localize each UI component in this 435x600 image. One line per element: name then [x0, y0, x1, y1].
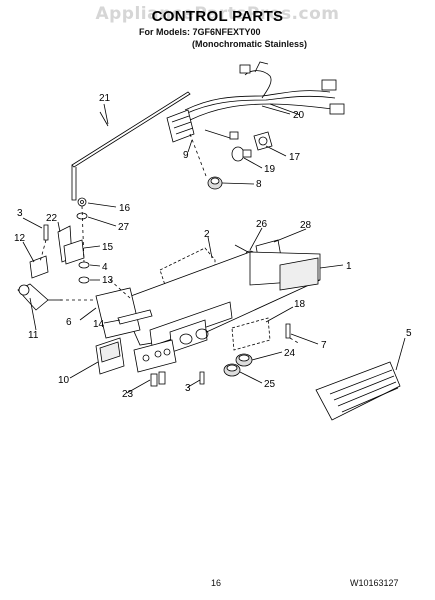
- callout: 23: [122, 389, 134, 400]
- callout: 13: [102, 275, 114, 286]
- callout: 12: [14, 233, 26, 244]
- part-17-socket: [253, 131, 273, 151]
- callout: 24: [284, 348, 296, 359]
- callout: 10: [58, 375, 70, 386]
- callout: 18: [294, 299, 306, 310]
- watermark: AppliancePartsPros.com: [95, 4, 340, 24]
- part-7-screw: [285, 323, 291, 339]
- part-20-wire-harness: [184, 61, 345, 121]
- part-4-washer: [78, 261, 90, 269]
- callout: 2: [204, 229, 210, 240]
- callout: 19: [264, 164, 276, 175]
- callout: 27: [118, 222, 130, 233]
- color-line: (Monochromatic Stainless): [192, 39, 308, 49]
- callout: 14: [93, 319, 105, 330]
- part-3b-screw: [199, 371, 205, 385]
- callout: 28: [300, 220, 312, 231]
- callout: 9: [183, 150, 189, 161]
- part-16-screw: [77, 197, 87, 207]
- callout: 4: [102, 262, 108, 273]
- callout: 11: [28, 330, 39, 341]
- callout: 21: [99, 93, 111, 104]
- document-number: W10163127: [350, 578, 399, 588]
- page-title: CONTROL PARTS: [151, 8, 284, 25]
- part-25-knob: [223, 363, 241, 377]
- callout: 16: [119, 203, 131, 214]
- part-8-knob: [207, 176, 223, 190]
- callout: 5: [406, 328, 412, 339]
- part-15-clip: [63, 239, 85, 265]
- callouts: 21 20 9 17 19 8 16 3 22 27 12 15 4 13 2 …: [14, 93, 412, 400]
- part-3-screw: [43, 224, 49, 241]
- part-21-rod: [71, 91, 191, 168]
- part-24-knob: [235, 353, 253, 367]
- part-1-housing: [95, 251, 321, 353]
- part-9-connector: [166, 109, 239, 143]
- callout: 20: [293, 110, 305, 121]
- models-line: For Models: 7GF6NFEXTY00: [139, 27, 261, 37]
- callout: 3: [185, 383, 191, 394]
- callout: 15: [102, 242, 114, 253]
- part-13-washer: [78, 276, 90, 284]
- callout: 8: [256, 179, 262, 190]
- callout: 3: [17, 208, 23, 219]
- callout: 6: [66, 317, 72, 328]
- callout: 1: [346, 261, 352, 272]
- page-number: 16: [211, 578, 222, 588]
- callout: 17: [289, 152, 301, 163]
- callout: 7: [321, 340, 327, 351]
- part-5-grille: [315, 361, 401, 421]
- leader-lines: [22, 103, 406, 394]
- part-11-thermostat: [17, 283, 62, 311]
- callout: 25: [264, 379, 276, 390]
- part-19-bulb: [231, 146, 252, 162]
- callout: 22: [46, 213, 58, 224]
- part-12-clip: [29, 255, 49, 279]
- part-23-panel: [133, 339, 177, 387]
- part-18-shield: [231, 317, 271, 351]
- callout: 26: [256, 219, 268, 230]
- part-14-bar: [117, 309, 153, 325]
